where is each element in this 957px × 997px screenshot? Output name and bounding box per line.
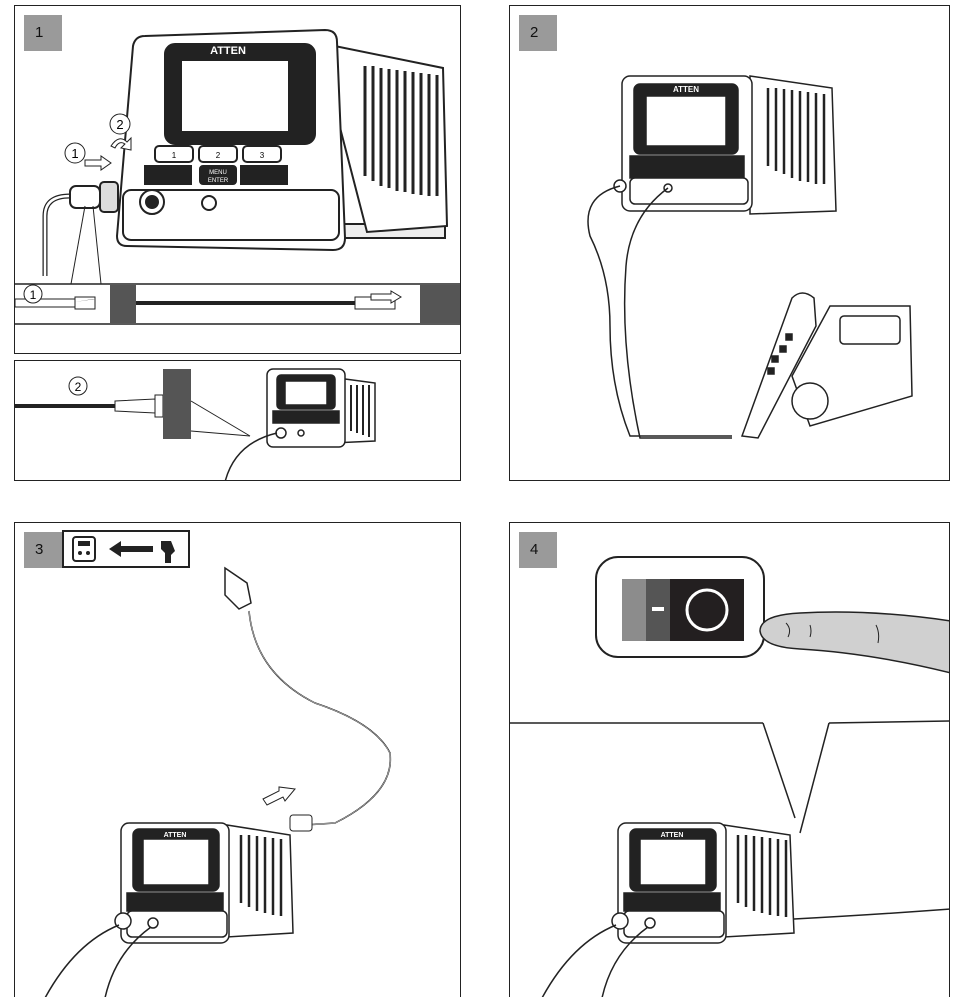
insert-arrow-icon: [263, 787, 295, 805]
brand-label: ATTEN: [164, 832, 187, 839]
step-number-badge: 3: [24, 532, 62, 568]
finger-icon: [760, 612, 950, 673]
brand-label: ATTEN: [210, 45, 246, 57]
power-switch-icon: [622, 579, 744, 641]
step-1-illustration: ATTEN 1 2 3 MENU ENTER 1 2: [15, 6, 461, 354]
step-number-badge: 1: [24, 15, 62, 51]
soldering-station: [117, 30, 447, 250]
step-4-panel: 4 ATTEN: [509, 522, 950, 997]
key-2-label: 2: [216, 151, 221, 160]
iron-stand: [742, 293, 912, 438]
step-number-badge: 4: [519, 532, 557, 568]
step-1-panel: 1: [14, 5, 461, 354]
brand-label: ATTEN: [673, 85, 699, 94]
step-2-illustration: ATTEN: [510, 6, 950, 481]
insert-arrow-icon: [85, 156, 111, 170]
step-3-panel: 3 ATTEN: [14, 522, 461, 997]
step-1-twist-panel: 2: [14, 360, 461, 481]
plug-insert-detail: [15, 284, 461, 324]
menu-label: MENU: [209, 170, 227, 176]
enter-label: ENTER: [208, 178, 229, 184]
key-3-label: 3: [260, 151, 265, 160]
power-socket-icon: [73, 537, 95, 561]
step-marker-2-label: 2: [116, 117, 123, 132]
iron-connector-plug: [45, 182, 118, 276]
brand-label: ATTEN: [661, 832, 684, 839]
step-2-panel: 2 ATTEN: [509, 5, 950, 481]
step-marker-1-label: 1: [71, 146, 78, 161]
strip-marker-1-label: 1: [30, 288, 37, 302]
step-number-badge: 2: [519, 15, 557, 51]
key-1-label: 1: [172, 151, 177, 160]
step-3-illustration: ATTEN: [15, 523, 461, 997]
step-4-illustration: ATTEN: [510, 523, 950, 997]
power-plug-drawing: [225, 568, 251, 609]
twist-lock-illustration: 2: [15, 361, 461, 481]
twist-marker-2-label: 2: [75, 380, 82, 394]
